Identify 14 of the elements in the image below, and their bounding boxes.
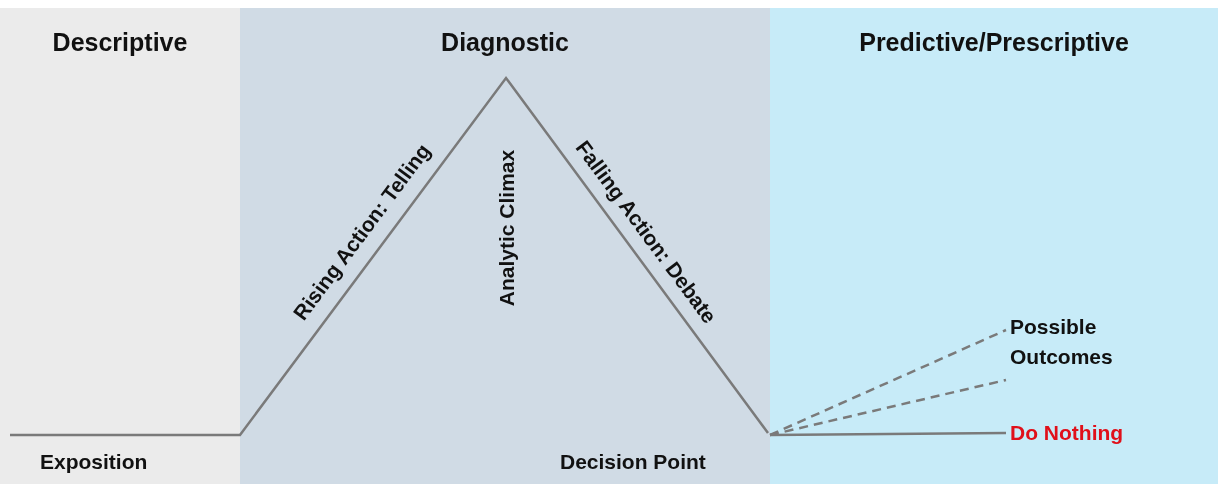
outcome-label: Do Nothing xyxy=(1010,420,1125,446)
section-heading: Predictive/Prescriptive xyxy=(858,28,1130,57)
dashed-line xyxy=(769,378,1007,437)
stage-label: Decision Point xyxy=(560,450,706,474)
section-band xyxy=(0,8,240,484)
section-heading: Descriptive xyxy=(51,28,189,57)
section-band xyxy=(770,8,1218,484)
section-heading: Diagnostic xyxy=(440,28,570,57)
line xyxy=(770,431,1006,437)
dashed-line xyxy=(769,328,1007,437)
outcome-label: Possible Outcomes xyxy=(1010,314,1114,370)
section-band xyxy=(240,8,770,484)
stage-label: Analytic Climax xyxy=(495,149,519,307)
stage-label: Exposition xyxy=(40,450,148,474)
